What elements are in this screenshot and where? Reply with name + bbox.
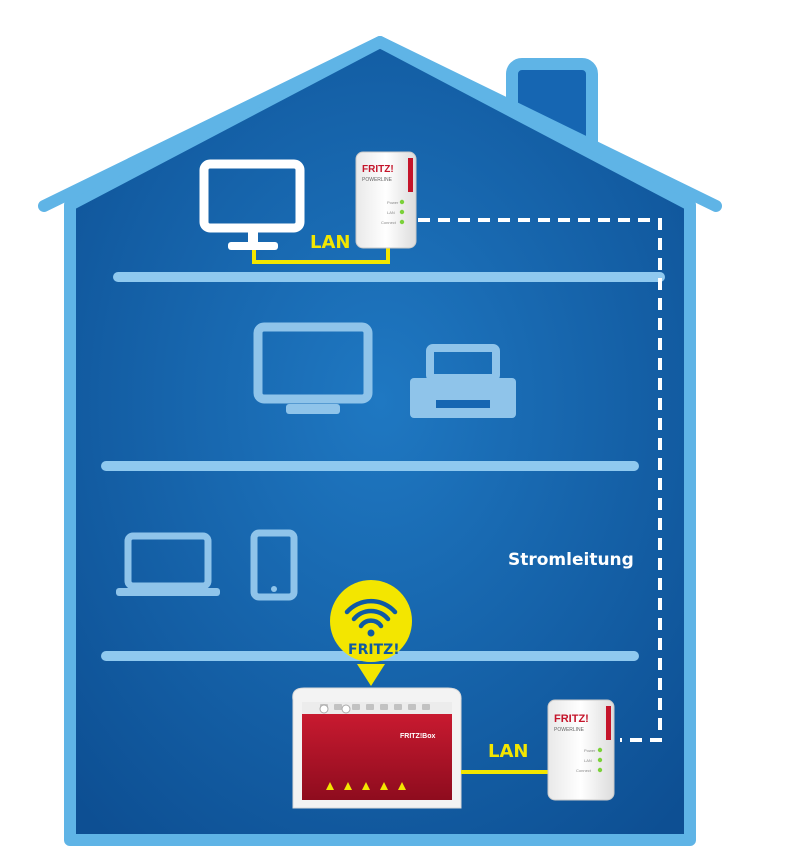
fritzbox-router: FRITZ!Box xyxy=(292,687,462,809)
top-floor: LAN FRITZ! POWERLINE Power LAN Connect xyxy=(199,151,417,264)
wifi-icon xyxy=(344,598,398,629)
printer-icon xyxy=(410,344,516,418)
wifi-badge-label: FRITZ! xyxy=(348,642,400,658)
house xyxy=(38,36,722,846)
laptop-icon xyxy=(116,532,220,596)
powerline-adapter-top: FRITZ! POWERLINE Power LAN Connect xyxy=(355,151,417,249)
lan-label-top: LAN xyxy=(310,232,350,253)
adapter-brand-top: FRITZ! xyxy=(362,164,394,175)
adapter-led-lan-bottom: LAN xyxy=(584,758,592,763)
smartphone-icon xyxy=(250,529,298,601)
adapter-led-power-bottom: Power xyxy=(584,748,596,753)
adapter-model-bottom: POWERLINE xyxy=(554,727,585,733)
lan-label-bottom: LAN xyxy=(488,741,528,762)
lan-cable-top xyxy=(252,244,390,264)
adapter-led-lan-top: LAN xyxy=(387,210,395,215)
adapter-led-power-top: Power xyxy=(387,200,399,205)
powerline-adapter-bottom: FRITZ! POWERLINE Power LAN Connect xyxy=(547,699,615,801)
adapter-led-connect-top: Connect xyxy=(381,220,397,225)
adapter-led-connect-bottom: Connect xyxy=(576,768,592,773)
router-brand: FRITZ!Box xyxy=(400,733,435,740)
powerline-cable xyxy=(418,218,662,742)
monitor-icon xyxy=(199,159,305,250)
roof-eaves xyxy=(38,36,722,212)
adapter-model-top: POWERLINE xyxy=(362,177,393,183)
adapter-brand-bottom: FRITZ! xyxy=(554,713,589,725)
router-leds xyxy=(326,782,406,790)
powerline-label: Stromleitung xyxy=(508,550,634,570)
middle-floor xyxy=(253,322,516,418)
lower-floor: Stromleitung xyxy=(116,529,634,601)
tv-icon xyxy=(253,322,373,414)
wifi-badge: FRITZ! xyxy=(330,580,412,686)
